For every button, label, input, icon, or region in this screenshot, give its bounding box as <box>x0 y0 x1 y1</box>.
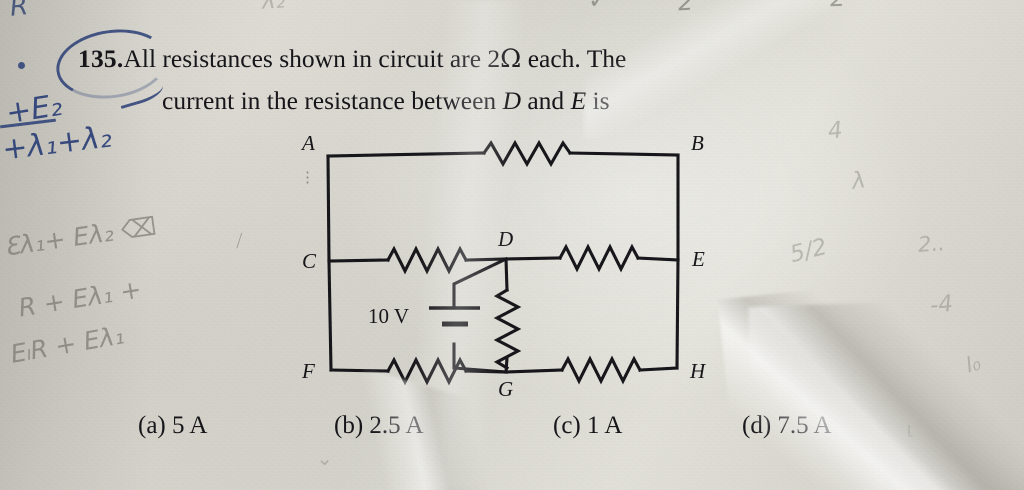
node-label-d: D <box>497 227 513 251</box>
node-label-h: H <box>689 359 707 383</box>
wire-d-to-right-resistor <box>504 256 562 261</box>
wire-f-to-bottom-resistor <box>329 368 390 373</box>
resistor-cd <box>385 245 469 275</box>
option-a[interactable]: (a) 5 A <box>138 412 207 440</box>
annotation-pencil-right-2: λ <box>850 167 868 195</box>
variable-e: E <box>570 86 587 115</box>
option-b-value: 2.5 A <box>369 412 424 439</box>
option-b[interactable]: (b) 2.5 A <box>334 412 424 440</box>
resistor-dg-vertical <box>493 287 522 371</box>
wire-right-resistor-to-e <box>636 256 680 262</box>
wire-d-to-battery-top <box>452 256 509 309</box>
option-b-key: (b) <box>334 412 364 439</box>
wire-mid-resistor-to-d <box>464 257 508 262</box>
annotation-pencil-right-4: 2.. <box>917 231 946 257</box>
node-label-e: E <box>691 247 705 271</box>
wire-vertical-resistor-to-g <box>504 356 509 374</box>
option-d-value: 7.5 A <box>777 412 832 439</box>
blue-underline-annotation <box>0 118 56 129</box>
option-d[interactable]: (d) 7.5 A <box>742 412 832 440</box>
question-text: 135.All resistances shown in circuit are… <box>78 38 888 122</box>
option-c-key: (c) <box>553 412 581 439</box>
voltage-source-label: 10 V <box>368 304 409 328</box>
wire-battery-bottom-to-g <box>452 342 508 374</box>
question-line-1: 135.All resistances shown in circuit are… <box>78 38 888 80</box>
node-label-c: C <box>302 249 317 273</box>
wire-e-to-h <box>675 258 680 370</box>
pencil-colon-mark: ⋮ <box>300 170 315 186</box>
annotation-pencil-right-6: l₀ <box>962 350 984 378</box>
annotation-pencil-2: R + Eλ₁ + <box>16 274 144 323</box>
pencil-tick-mark: ⁄ <box>234 230 245 253</box>
annotation-pencil-top-3: 2 <box>830 0 846 12</box>
wire-a-to-top-resistor <box>326 151 486 158</box>
option-c-value: 1 A <box>587 412 623 439</box>
wire-a-to-c <box>326 154 331 263</box>
annotation-pencil-right-3: 5/2 <box>787 233 830 269</box>
annotation-blue-1: +E₂ <box>3 87 65 132</box>
question-number: 135. <box>78 44 124 73</box>
annotation-pencil-3: EₗR + Eλ₁ <box>8 320 127 369</box>
annotation-pencil-right-5: -4 <box>928 290 955 320</box>
blue-dot-annotation <box>18 62 25 69</box>
question-line-2: current in the resistance between D and … <box>78 80 888 122</box>
question-line-2-post: is <box>586 86 610 115</box>
ohm-symbol: Ω <box>500 44 522 74</box>
answer-options: (a) 5 A (b) 2.5 A (c) 1 A (d) 7.5 A <box>0 412 1024 472</box>
node-label-b: B <box>691 132 704 155</box>
battery-symbol <box>429 306 480 327</box>
wire-c-to-f <box>327 259 333 372</box>
circuit-diagram: A B C D E F G H 10 V <box>296 132 716 400</box>
wire-top-resistor-to-b <box>568 151 680 157</box>
annotation-pencil-top-2: 2 <box>677 0 695 17</box>
circuit-svg: A B C D E F G H 10 V <box>300 132 707 400</box>
question-line-2-mid: and <box>520 86 571 115</box>
resistor-gh <box>559 355 643 385</box>
annotation-pencil-1: Ɛλ₁+ Eλ₂ ⌫ <box>2 211 159 262</box>
annotation-pencil-top-1: λ₂ <box>261 0 286 15</box>
resistor-de <box>557 243 641 273</box>
annotation-pencil-top-check: ✓ <box>587 0 609 15</box>
wire-right-bottom-resistor-to-h <box>638 366 679 372</box>
question-line-2-pre: current in the resistance between <box>162 86 503 115</box>
option-a-key: (a) <box>138 412 166 439</box>
variable-d: D <box>502 86 521 115</box>
wire-c-to-mid-resistor <box>327 258 390 263</box>
node-label-f: F <box>301 359 315 383</box>
annotation-blue-2: +λ₁+λ₂ <box>0 119 114 168</box>
option-d-key: (d) <box>742 412 772 439</box>
node-label-g: G <box>498 377 513 400</box>
option-a-value: 5 A <box>172 412 208 439</box>
annotation-blue-top-r: R <box>8 0 30 23</box>
question-line-1-post: each. The <box>521 44 627 73</box>
node-label-a: A <box>300 132 315 155</box>
resistor-ab <box>481 139 573 168</box>
wire-d-to-vertical-resistor <box>504 257 509 292</box>
wire-g-to-right-bottom-resistor <box>504 368 564 374</box>
question-line-1-pre: All resistances shown in circuit are 2 <box>123 44 501 73</box>
option-c[interactable]: (c) 1 A <box>553 412 622 440</box>
